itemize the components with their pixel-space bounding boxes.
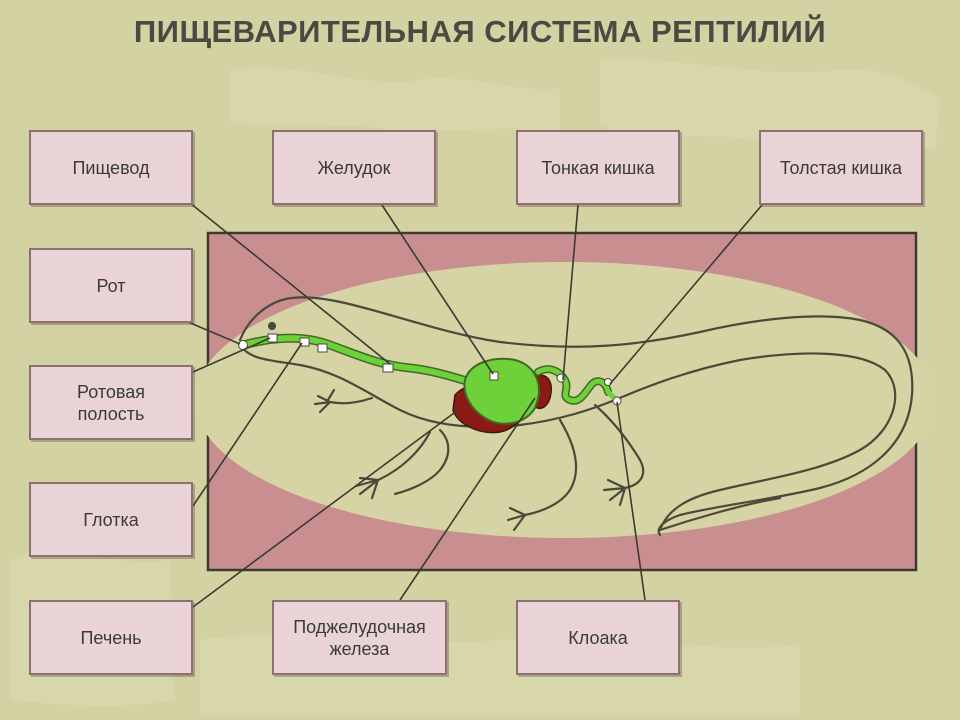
page-title: ПИЩЕВАРИТЕЛЬНАЯ СИСТЕМА РЕПТИЛИЙ: [133, 14, 827, 49]
label-cloaca: Клоака: [516, 600, 680, 675]
label-cloaca-text: Клоака: [568, 627, 628, 648]
label-liver: Печень: [29, 600, 193, 675]
label-mouth: Рот: [29, 248, 193, 323]
lizard-outline: [238, 296, 914, 537]
label-pharynx-text: Глотка: [83, 509, 139, 530]
label-esophagus-text: Пищевод: [72, 157, 150, 178]
label-oral-cavity-line1: Ротовая: [76, 381, 145, 402]
label-pancreas-line2: железа: [329, 638, 390, 659]
leader-lines: [187, 202, 763, 608]
label-large-intestine: Толстая кишка: [759, 130, 923, 205]
label-pharynx: Глотка: [29, 482, 193, 557]
digestive-tract: [238, 333, 622, 434]
label-pancreas-line1: Поджелудочная: [293, 616, 426, 637]
label-oral-cavity-line2: полость: [77, 403, 145, 424]
label-small-intestine-text: Тонкая кишка: [541, 157, 655, 178]
label-pancreas: Поджелудочная железа: [272, 600, 447, 675]
label-oral-cavity: Ротовая полость: [29, 365, 193, 440]
label-esophagus: Пищевод: [29, 130, 193, 205]
label-mouth-text: Рот: [96, 275, 126, 296]
stomach-shape: [463, 357, 540, 425]
label-liver-text: Печень: [80, 627, 142, 648]
label-large-intestine-text: Толстая кишка: [779, 157, 903, 178]
label-stomach: Желудок: [272, 130, 436, 205]
label-stomach-text: Желудок: [317, 157, 391, 178]
label-small-intestine: Тонкая кишка: [516, 130, 680, 205]
